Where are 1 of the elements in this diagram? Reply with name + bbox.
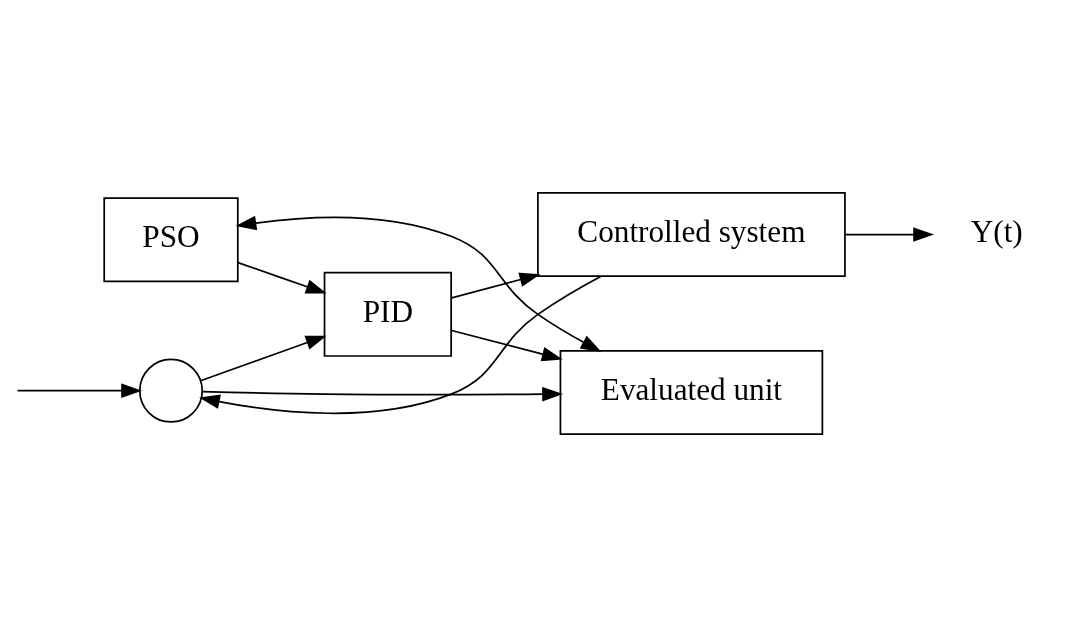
- node-text: Y(t): [970, 213, 1023, 249]
